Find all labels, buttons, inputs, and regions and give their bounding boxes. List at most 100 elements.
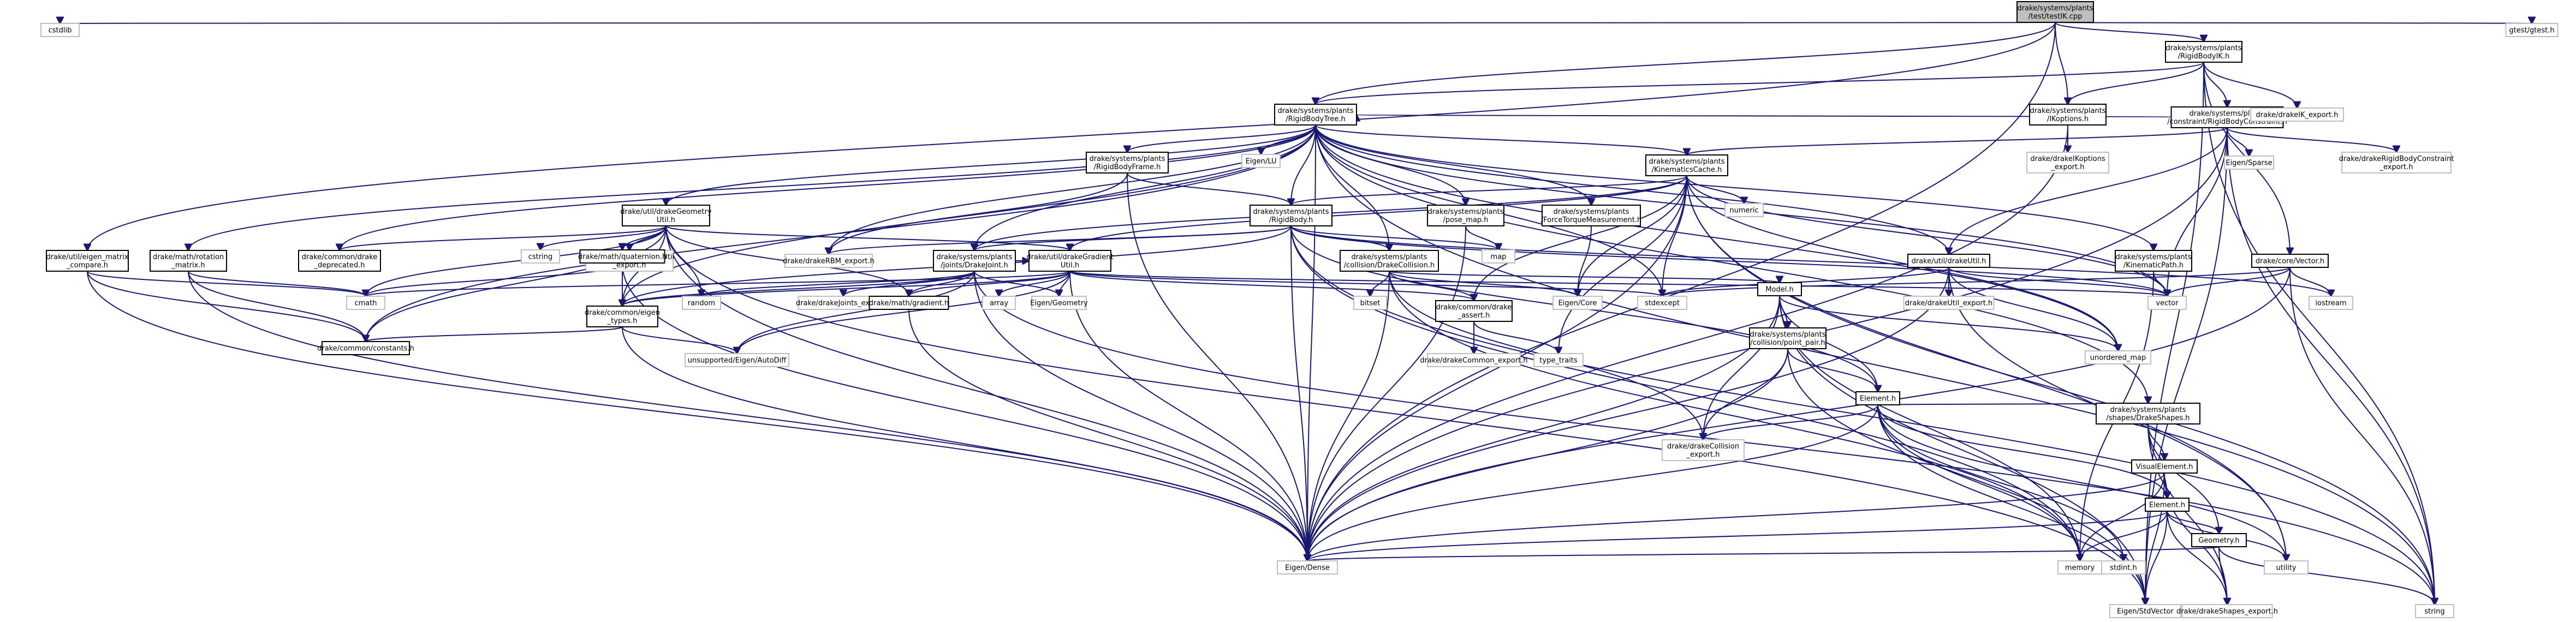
node-VisualElement[interactable]: VisualElement.h bbox=[2131, 459, 2198, 474]
edge-rotation_matrix-to-cmath bbox=[188, 271, 366, 296]
edge-VectorH-to-iostream bbox=[2289, 267, 2331, 296]
node-RigidBodyFrame[interactable]: drake/systems/plants/RigidBodyFrame.h bbox=[1086, 152, 1169, 174]
edge-line bbox=[1473, 321, 1558, 354]
node-box bbox=[1435, 300, 1513, 322]
node-box bbox=[622, 205, 710, 226]
edge-DrakeCollision-to-EigenCore bbox=[1389, 271, 1578, 296]
edge-root-to-gtest bbox=[2055, 22, 2532, 23]
edge-line bbox=[1703, 348, 1788, 440]
edge-KinematicsCache-to-RigidBody bbox=[1291, 175, 1687, 205]
node-box bbox=[2181, 604, 2273, 618]
edge-line bbox=[1291, 175, 1687, 205]
node-label: drake/drakeRBM_export.h bbox=[783, 258, 874, 266]
node-label: type_traits bbox=[1539, 357, 1578, 365]
edge-DrakeJoint-to-AutoDiff bbox=[737, 271, 975, 354]
edge-root-to-eigen_matrix_compare bbox=[87, 22, 2056, 250]
node-label: vector bbox=[2156, 300, 2179, 308]
node-drake_assert[interactable]: drake/common/drake_assert.h bbox=[1435, 300, 1513, 322]
edge-line bbox=[908, 309, 1307, 561]
node-RigidBody[interactable]: drake/systems/plants/RigidBody.h bbox=[1250, 205, 1332, 226]
node-constants[interactable]: drake/common/constants.h bbox=[317, 341, 414, 355]
node-GeometryH[interactable]: Geometry.h bbox=[2191, 533, 2247, 547]
edge-point_pair-to-drakeCollision_export bbox=[1703, 348, 1788, 440]
node-ElementH[interactable]: Element.h bbox=[1855, 391, 1900, 405]
edge-line bbox=[1307, 473, 2165, 561]
edge-drakeUtil-to-vector bbox=[1948, 267, 2167, 296]
node-ForceTorque[interactable]: drake/systems/plants/ForceTorqueMeasurem… bbox=[1541, 205, 1641, 226]
node-EigenGeometry: Eigen/Geometry bbox=[1030, 296, 1088, 310]
edge-root-to-RigidBodyIK bbox=[2055, 22, 2204, 41]
node-VectorH[interactable]: drake/core/Vector.h bbox=[2251, 254, 2329, 268]
edge-drakeGradientUtil-to-AutoDiff bbox=[737, 271, 1070, 354]
edge-RBC-to-drakeRBC_export bbox=[2227, 127, 2396, 152]
edge-line bbox=[87, 271, 366, 296]
edge-line bbox=[1307, 348, 1788, 561]
edge-line bbox=[2218, 546, 2227, 605]
node-eigen_types[interactable]: drake/common/eigen_types.h bbox=[585, 306, 660, 327]
node-array: array bbox=[982, 296, 1016, 310]
edge-line bbox=[2167, 511, 2227, 605]
node-quaternion[interactable]: drake/math/quaternion.h bbox=[578, 249, 667, 264]
node-drake_deprecated[interactable]: drake/common/drake_deprecated.h bbox=[298, 250, 381, 272]
node-RigidBodyTree[interactable]: drake/systems/plants/RigidBodyTree.h bbox=[1274, 104, 1357, 125]
node-label: /pose_map.h bbox=[1443, 216, 1488, 224]
node-box bbox=[2191, 533, 2247, 547]
node-type_traits: type_traits bbox=[1533, 353, 1584, 367]
edge-line bbox=[1686, 175, 1744, 204]
node-box bbox=[298, 250, 381, 272]
node-label: drake/drakeIKoptions bbox=[2030, 155, 2105, 163]
edge-line bbox=[737, 271, 1070, 354]
node-DrakeCollision[interactable]: drake/systems/plants/collision/DrakeColl… bbox=[1340, 250, 1439, 272]
node-label: /RigidBodyIK.h bbox=[2178, 52, 2230, 61]
node-gtest: gtest/gtest.h bbox=[2505, 23, 2559, 37]
node-pose_map[interactable]: drake/systems/plants/pose_map.h bbox=[1427, 205, 1504, 226]
node-box bbox=[1903, 296, 1995, 310]
node-drakeUtil[interactable]: drake/util/drakeUtil.h bbox=[1907, 254, 1990, 268]
node-KinematicsCache[interactable]: drake/systems/plants/KinematicsCache.h bbox=[1645, 154, 1728, 176]
edge-KinematicsCache-to-type_traits bbox=[1558, 175, 1687, 354]
node-cstdlib: cstdlib bbox=[40, 23, 80, 37]
node-label: Eigen/Core bbox=[1558, 300, 1597, 308]
edge-line bbox=[1315, 124, 2153, 250]
edge-drakeGeometryUtil-to-drake_deprecated bbox=[340, 225, 667, 250]
node-label: /RigidBodyTree.h bbox=[1286, 115, 1345, 123]
node-point_pair[interactable]: drake/systems/plants/collision/point_pai… bbox=[1749, 327, 1827, 349]
edge-line bbox=[1315, 124, 1389, 250]
edge-line bbox=[366, 225, 667, 342]
node-label: utility bbox=[2276, 564, 2297, 572]
node-label: /KinematicPath.h bbox=[2123, 261, 2184, 270]
node-DrakeJoint[interactable]: drake/systems/plants/joints/DrakeJoint.h bbox=[933, 250, 1016, 272]
edge-line bbox=[1069, 271, 2167, 296]
edge-line bbox=[1779, 295, 1878, 392]
node-RigidBodyIK[interactable]: drake/systems/plants/RigidBodyIK.h bbox=[2165, 41, 2242, 63]
node-root[interactable]: drake/systems/plants/test/testIK.cpp bbox=[2016, 1, 2094, 23]
node-rotation_matrix[interactable]: drake/math/rotation_matrix.h bbox=[150, 250, 227, 272]
node-DrakeShapes[interactable]: drake/systems/plants/shapes/DrakeShapes.… bbox=[2096, 403, 2200, 424]
edge-Element2-to-EigenDense bbox=[1307, 511, 2168, 561]
node-ModelH[interactable]: Model.h bbox=[1757, 282, 1802, 296]
node-EigenSparse: Eigen/Sparse bbox=[2224, 156, 2274, 170]
edge-line bbox=[2218, 546, 2435, 605]
node-label: _deprecated.h bbox=[314, 261, 365, 270]
node-eigen_matrix_compare[interactable]: drake/util/eigen_matrix_compare.h bbox=[46, 250, 129, 272]
node-vector: vector bbox=[2147, 296, 2187, 310]
edge-line bbox=[1307, 175, 1687, 561]
node-label: numeric bbox=[1729, 207, 1758, 215]
node-label: Eigen/Sparse bbox=[2226, 159, 2272, 168]
edge-drakeGradientUtil-to-eigen_types bbox=[622, 271, 1070, 306]
edge-RigidBodyTree-to-eigen_types bbox=[622, 124, 1316, 306]
node-label: drake/systems/plants bbox=[936, 253, 1012, 261]
edge-ModelH-to-ElementH bbox=[1779, 295, 1878, 392]
edge-line bbox=[2080, 473, 2165, 561]
node-KinematicPath[interactable]: drake/systems/plants/KinematicPath.h bbox=[2115, 250, 2192, 272]
edge-line bbox=[1686, 175, 2167, 296]
node-box bbox=[2057, 560, 2102, 575]
node-gradient[interactable]: drake/math/gradient.h bbox=[868, 296, 949, 310]
node-Element2[interactable]: Element.h bbox=[2145, 498, 2190, 512]
node-box bbox=[2026, 152, 2109, 174]
edge-line bbox=[1357, 115, 2172, 117]
node-label: /collision/point_pair.h bbox=[1750, 339, 1825, 347]
node-IKoptions[interactable]: drake/systems/plants/IKoptions.h bbox=[2029, 104, 2107, 125]
